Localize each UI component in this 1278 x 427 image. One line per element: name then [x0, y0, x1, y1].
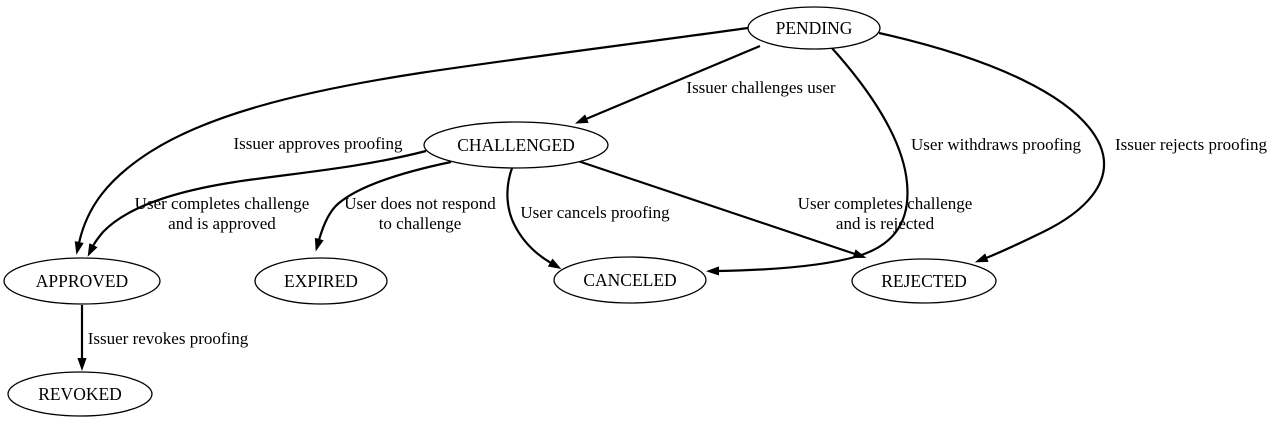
state-ellipse [3, 257, 161, 305]
edge-line [878, 31, 1106, 263]
edge-label: Issuer challenges user [686, 78, 836, 97]
edge-challenged-to-canceled: User cancels proofing [506, 167, 670, 270]
nodes-layer: PENDING CHALLENGED APPROVED EXPIRED CANCELED… [3, 6, 997, 417]
node-approved: APPROVED [3, 257, 161, 305]
edge-line [314, 160, 452, 252]
state-label: EXPIRED [284, 271, 358, 291]
node-rejected: REJECTED [851, 258, 997, 304]
node-challenged: CHALLENGED [423, 121, 609, 169]
state-ellipse [553, 256, 707, 304]
state-label: CANCELED [583, 270, 676, 290]
edge-pending-to-canceled: User withdraws proofing [706, 46, 1081, 276]
node-expired: EXPIRED [254, 257, 388, 305]
state-label: CHALLENGED [457, 135, 575, 155]
edge-label: Issuer revokes proofing [88, 329, 249, 348]
state-ellipse [747, 6, 881, 50]
state-label: REJECTED [881, 271, 967, 291]
edge-line [574, 44, 761, 124]
edge-pending-to-rejected: Issuer rejects proofing [878, 31, 1268, 263]
edge-line [74, 26, 749, 255]
node-canceled: CANCELED [553, 256, 707, 304]
edge-line [87, 149, 427, 257]
edge-line [506, 167, 562, 270]
edge-label: User withdraws proofing [911, 135, 1081, 154]
edge-label: User cancels proofing [520, 203, 670, 222]
state-ellipse [254, 257, 388, 305]
edge-pending-to-approved: Issuer approves proofing [74, 26, 749, 255]
node-pending: PENDING [747, 6, 881, 50]
state-ellipse [851, 258, 997, 304]
edge-approved-to-revoked: Issuer revokes proofing [77, 305, 249, 371]
state-label: PENDING [776, 18, 853, 38]
edge-line [577, 159, 867, 259]
edge-pending-to-challenged: Issuer challenges user [574, 44, 836, 124]
edge-label: Issuer rejects proofing [1115, 135, 1268, 154]
state-ellipse [423, 121, 609, 169]
state-label: APPROVED [36, 271, 128, 291]
edge-label: Issuer approves proofing [233, 134, 403, 153]
state-ellipse [7, 371, 153, 417]
edge-line [706, 46, 909, 276]
node-revoked: REVOKED [7, 371, 153, 417]
state-label: REVOKED [38, 384, 122, 404]
